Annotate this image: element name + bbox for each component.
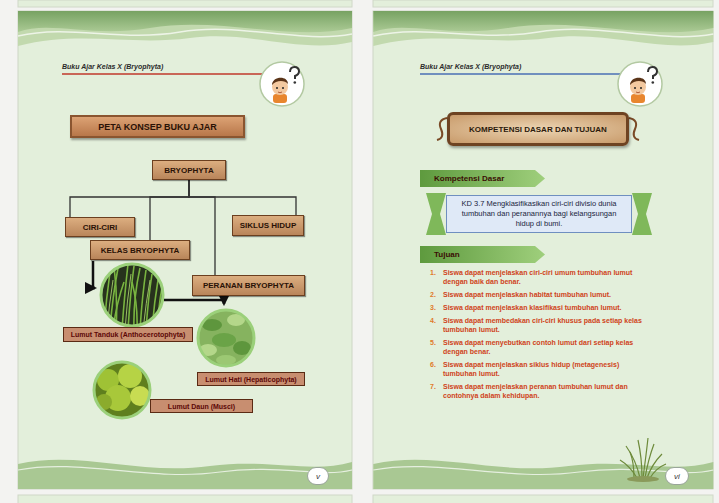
concept-box: CIRI-CIRI <box>65 217 135 237</box>
list-number: 3. <box>430 303 436 312</box>
node-text: BRYOPHYTA <box>164 166 213 175</box>
objective-text: Siswa dapat menjelaskan klasifikasi tumb… <box>443 303 653 312</box>
list-number: 7. <box>430 382 436 391</box>
objective-text: Siswa dapat menjelaskan ciri-ciri umum t… <box>443 268 653 286</box>
concept-box: PERANAN BRYOPHYTA <box>192 275 305 296</box>
node-text: KOMPETENSI DASAR DAN TUJUAN <box>469 125 607 134</box>
class-label: Lumut Tanduk (Anthocerotophyta) <box>63 327 193 342</box>
node-text: Lumut Tanduk (Anthocerotophyta) <box>71 331 186 338</box>
page-number: vi <box>665 467 689 485</box>
objective-text: Siswa dapat menyebutkan contoh lumut dar… <box>443 338 653 356</box>
pointer-arrow <box>93 261 95 288</box>
node-text: SIKLUS HIDUP <box>240 221 296 230</box>
node-text: Lumut Daun (Musci) <box>168 403 235 410</box>
pointer-arrow <box>164 300 224 304</box>
competency-box: KD 3.7 Mengklasifikasikan ciri-ciri divi… <box>446 195 632 233</box>
list-number: 5. <box>430 338 436 347</box>
student-icon <box>260 62 304 106</box>
class-label: Lumut Hati (Hepaticophyta) <box>197 372 305 386</box>
chevron <box>632 193 652 235</box>
grass-illustration <box>620 438 666 482</box>
concept-box: SIKLUS HIDUP <box>232 215 304 236</box>
node-text: KD 3.7 Mengklasifikasikan ciri-ciri divi… <box>453 199 625 229</box>
node-text: Kompetensi Dasar <box>434 174 504 183</box>
objective-text: Siswa dapat menjelaskan habitat tumbuhan… <box>443 290 653 299</box>
moss-photo <box>196 308 256 368</box>
objective-text: Siswa dapat menjelaskan siklus hidup (me… <box>443 360 653 378</box>
node-text: CIRI-CIRI <box>83 223 118 232</box>
section-tab: Kompetensi Dasar <box>420 170 545 187</box>
node-text: PERANAN BRYOPHYTA <box>203 281 294 290</box>
section-sign: KOMPETENSI DASAR DAN TUJUAN <box>447 112 629 146</box>
student-icon <box>618 62 662 106</box>
title-banner: PETA KONSEP BUKU AJAR <box>70 115 245 138</box>
chevron <box>426 193 446 235</box>
moss-photo <box>98 262 168 330</box>
node-text: Tujuan <box>434 250 460 259</box>
running-header: Buku Ajar Kelas X (Bryophyta) <box>420 63 521 70</box>
section-tab: Tujuan <box>420 246 545 263</box>
running-header: Buku Ajar Kelas X (Bryophyta) <box>62 63 163 70</box>
node-text: KELAS BRYOPHYTA <box>101 246 180 255</box>
objective-text: Siswa dapat menjelaskan peranan tumbuhan… <box>443 382 653 400</box>
list-number: 4. <box>430 316 436 325</box>
list-number: 6. <box>430 360 436 369</box>
node-text: PETA KONSEP BUKU AJAR <box>98 122 217 132</box>
connector-line <box>189 180 215 275</box>
class-label: Lumut Daun (Musci) <box>150 399 253 413</box>
connector-line <box>70 180 189 217</box>
connector-line <box>150 180 189 240</box>
list-number: 1. <box>430 268 436 277</box>
moss-photo <box>92 360 152 420</box>
page-number: v <box>307 467 329 485</box>
concept-box: KELAS BRYOPHYTA <box>90 240 190 260</box>
node-text: Lumut Hati (Hepaticophyta) <box>205 376 296 383</box>
node-text: vi <box>674 472 680 481</box>
node-text: v <box>316 472 320 481</box>
list-number: 2. <box>430 290 436 299</box>
page-wave <box>373 11 713 489</box>
root-box: BRYOPHYTA <box>152 160 226 180</box>
objective-text: Siswa dapat membedakan ciri-ciri khusus … <box>443 316 653 334</box>
page-wave <box>18 11 352 489</box>
